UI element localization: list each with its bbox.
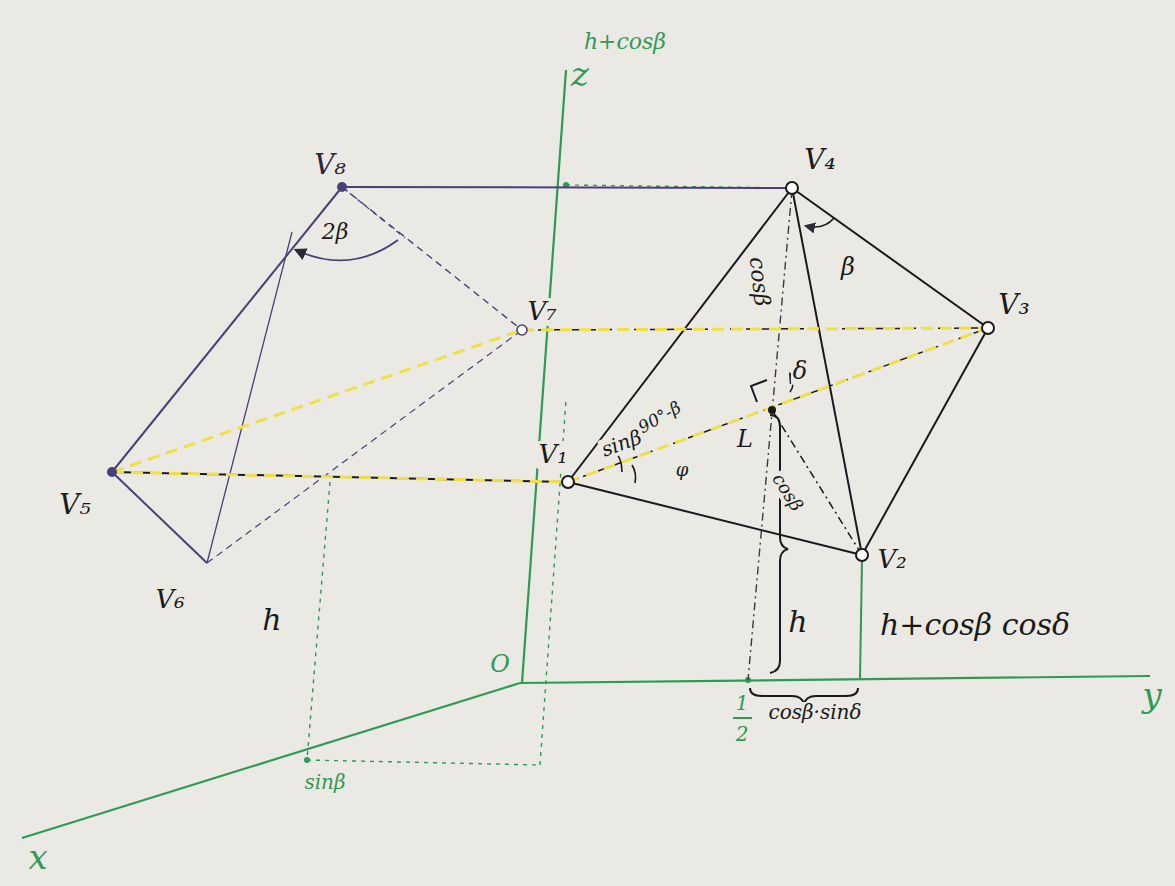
math-label: z (569, 57, 591, 93)
edge-line (342, 187, 792, 188)
y-axis (520, 676, 1150, 683)
math-label: x (26, 840, 49, 876)
vertex-point (856, 549, 868, 561)
math-label: φ (674, 461, 691, 480)
math-label: V₂ (875, 546, 908, 573)
z-axis (522, 70, 566, 683)
math-label: β (839, 255, 857, 280)
edge-line (112, 472, 207, 563)
math-label: y (1140, 678, 1163, 714)
edge-line (522, 328, 988, 330)
vertex-point (517, 325, 527, 335)
edge-line (207, 232, 292, 563)
diagonal-line (112, 330, 522, 472)
vertices (107, 182, 994, 561)
math-label: h (260, 604, 283, 636)
angle-arc (632, 465, 636, 483)
math-label: V₁ (536, 441, 569, 468)
edge-line (112, 472, 568, 482)
vertex-point (768, 406, 776, 414)
axes (22, 70, 1150, 838)
projection-line (307, 482, 330, 760)
edge-line (342, 187, 405, 238)
angle-arc (806, 218, 834, 227)
math-label: V₇ (525, 298, 558, 325)
math-label: sinβ (302, 772, 347, 793)
vertex-point (107, 467, 117, 477)
axis-point (304, 757, 310, 763)
math-label: cosβ (767, 468, 807, 516)
vertex-point (562, 476, 574, 488)
diagonal-line (522, 328, 988, 330)
math-label: 90°-β (634, 398, 686, 438)
math-label: cosβ·sinδ (766, 702, 863, 723)
pyramid-edges (112, 188, 988, 555)
diagonals (112, 328, 988, 482)
edge-line (568, 482, 862, 555)
math-label: L (735, 427, 755, 452)
brace (770, 415, 788, 673)
math-label: h+cosβ (582, 30, 668, 53)
math-label: h+cosβ cosδ (878, 609, 1072, 641)
vertex-point (982, 322, 994, 334)
edge-line (342, 187, 522, 330)
math-label: 2β (320, 220, 351, 243)
projection-line (860, 560, 862, 678)
right-angle-mark (751, 380, 767, 402)
math-label: V₃ (996, 290, 1031, 319)
math-label: cosβ (746, 254, 775, 310)
diagonal-line (112, 472, 568, 482)
math-label: 2 (734, 724, 751, 745)
edge-line (568, 328, 988, 482)
edge-line (112, 187, 342, 472)
math-label: V₅ (57, 490, 92, 519)
math-label: V₈ (312, 150, 347, 179)
projection-line (307, 760, 540, 765)
math-label: δ (791, 359, 809, 384)
vertex-point (337, 182, 347, 192)
math-label: sinβ (597, 425, 647, 460)
prism-edges (112, 187, 792, 563)
edge-line (568, 188, 792, 482)
math-label: V₆ (153, 586, 186, 613)
math-label: 1 (734, 693, 751, 714)
math-label: V₄ (802, 145, 837, 174)
edge-line (792, 188, 988, 328)
fraction-bar (733, 717, 752, 719)
math-label: O (488, 652, 512, 677)
edge-line (207, 330, 522, 563)
vertex-point (786, 182, 798, 194)
math-label: h (786, 606, 809, 638)
edge-line (862, 328, 988, 555)
x-axis (22, 683, 520, 838)
diagonal-line (568, 328, 988, 482)
projection-lines (307, 185, 862, 765)
